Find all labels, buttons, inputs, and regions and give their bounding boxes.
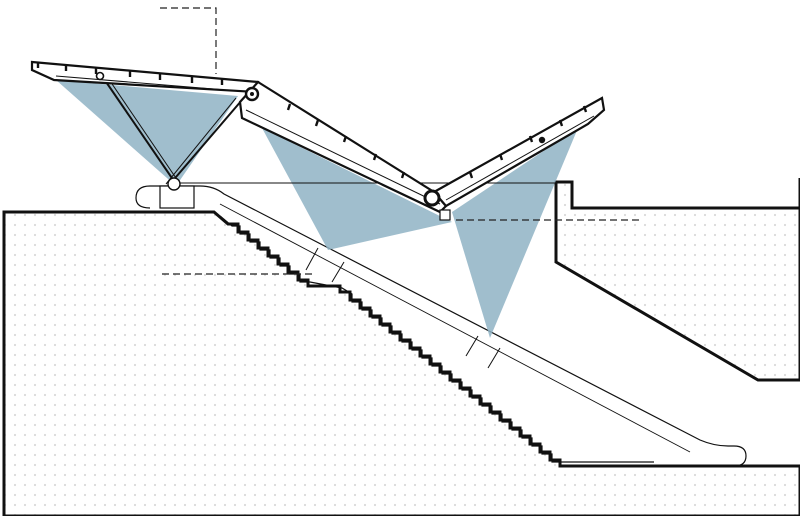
stair-flight <box>219 215 654 463</box>
light-cone <box>452 128 578 338</box>
canopy-wing-left <box>30 60 260 94</box>
gutter-box <box>439 209 451 221</box>
escalator-handrail-lower <box>135 185 151 209</box>
pin-node <box>538 136 546 144</box>
support-strut <box>165 97 237 185</box>
leader-line <box>160 7 217 74</box>
support-strut <box>107 77 181 185</box>
escalator-joint <box>487 347 501 369</box>
light-cone <box>262 128 452 250</box>
canopy-wing-right-soffit <box>445 115 595 201</box>
escalator-joint <box>465 335 479 357</box>
support-strut <box>101 75 177 185</box>
roof-fins <box>36 62 588 179</box>
canopy-wing-left-soffit <box>55 75 251 93</box>
ground-mass-right <box>554 178 800 382</box>
escalator-joint <box>331 261 345 283</box>
ground-mass-left <box>2 210 800 516</box>
hinge-node <box>423 189 441 207</box>
escalator-truss-line <box>219 203 691 453</box>
support-base-node <box>167 177 181 191</box>
support-strut <box>169 99 243 185</box>
pin-node <box>95 71 105 81</box>
escalator-handrail <box>150 185 747 467</box>
canopy-wing-center-soffit <box>245 109 441 205</box>
hinge-node <box>250 92 254 96</box>
escalator-joint <box>305 247 319 271</box>
light-cone <box>56 80 238 186</box>
